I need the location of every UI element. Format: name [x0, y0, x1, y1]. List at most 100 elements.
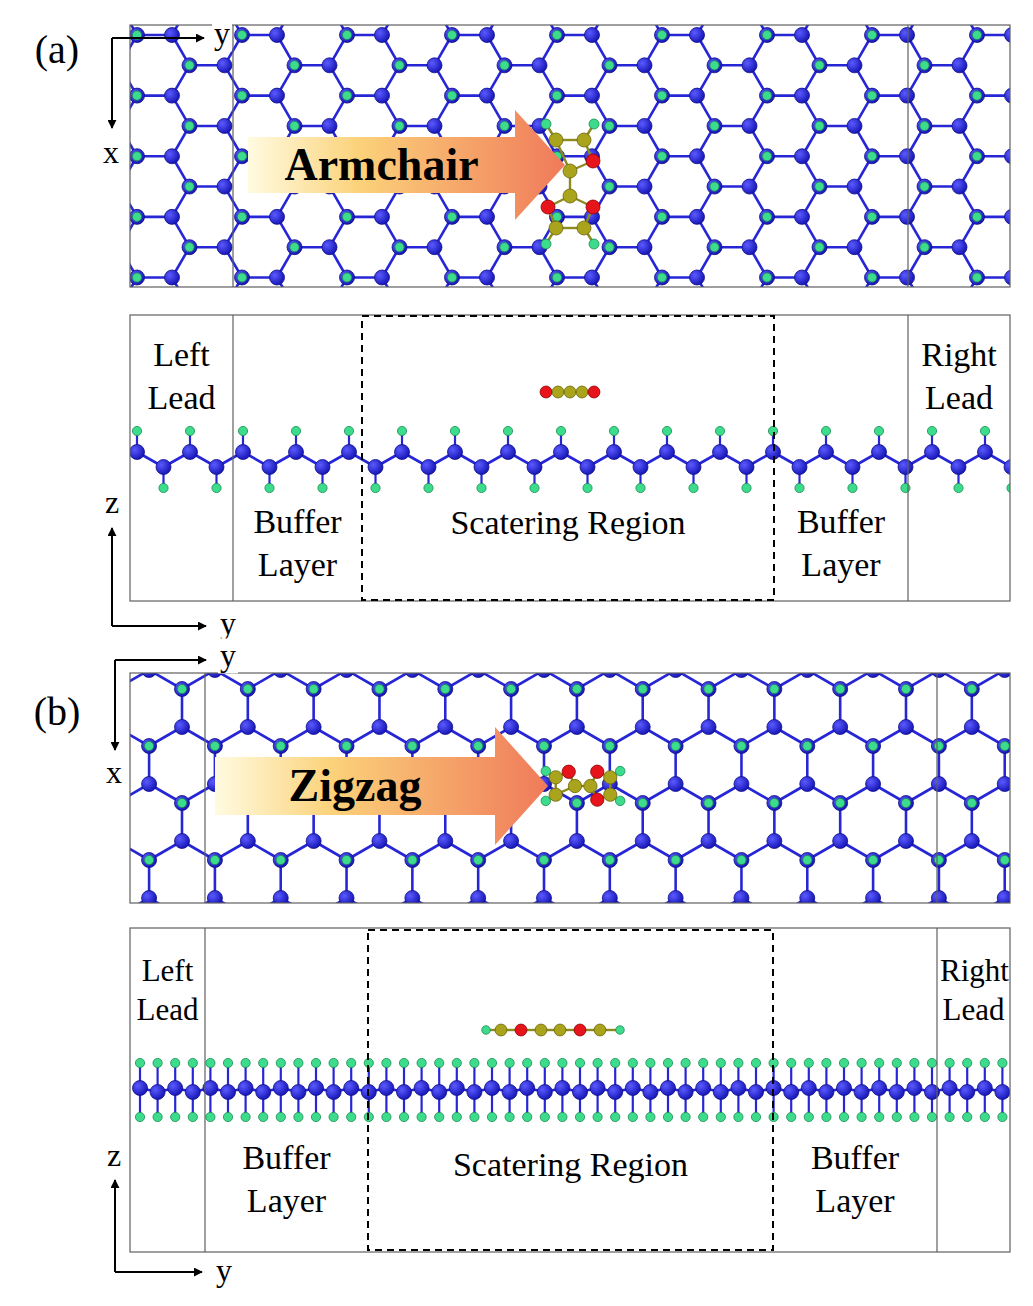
atom [964, 720, 979, 735]
hydrogen-atom [770, 684, 779, 693]
molecule-atom [586, 200, 600, 214]
region-label: Buffer Layer [773, 1137, 937, 1222]
molecule-atom [540, 386, 552, 398]
hydrogen-atom [185, 121, 194, 130]
atom [865, 28, 880, 43]
atom [427, 240, 442, 255]
hydrogen-atom [503, 426, 512, 435]
hydrogen-atom [972, 273, 981, 282]
atom [847, 240, 862, 255]
molecule-atom [562, 765, 575, 778]
label-holder: y [218, 638, 238, 673]
hydrogen-atom [657, 152, 666, 161]
atom [760, 149, 775, 164]
atom [130, 209, 145, 224]
axis-label: x [101, 135, 121, 170]
atom [427, 118, 442, 133]
hydrogen-atom [734, 1058, 743, 1067]
atom [602, 118, 617, 133]
hydrogen-atom [371, 483, 380, 492]
atom [537, 1085, 552, 1100]
hydrogen-atom [839, 1058, 848, 1067]
atom [340, 270, 355, 285]
atom [497, 118, 512, 133]
hydrogen-atom [704, 798, 713, 807]
atom [602, 58, 617, 73]
atom [421, 460, 436, 475]
atom [536, 739, 551, 754]
atom [602, 673, 617, 678]
hydrogen-atom [397, 426, 406, 435]
atom [812, 179, 827, 194]
atom [550, 28, 565, 43]
atom [427, 58, 442, 73]
atom [731, 1081, 746, 1096]
hydrogen-atom [477, 483, 486, 492]
label-holder: x [104, 755, 124, 790]
atom [713, 445, 728, 460]
hydrogen-atom [605, 61, 614, 70]
atom [917, 58, 932, 73]
hydrogen-atom [237, 91, 246, 100]
atom [1004, 460, 1010, 475]
hydrogen-atom [737, 741, 746, 750]
hydrogen-atom [243, 684, 252, 693]
molecule-atom [591, 793, 604, 806]
hydrogen-atom [954, 483, 963, 492]
hydrogen-atom [920, 182, 929, 191]
panel-label: (b) [32, 690, 83, 734]
lattice-top-view [130, 25, 1010, 287]
hydrogen-atom [867, 91, 876, 100]
atom [952, 240, 967, 255]
atom [655, 28, 670, 43]
atom [585, 270, 600, 285]
atom [854, 1085, 869, 1100]
hydrogen-atom [500, 121, 509, 130]
hydrogen-atom [848, 483, 857, 492]
hydrogen-atom [716, 1058, 725, 1067]
atom [668, 777, 683, 792]
atom [931, 853, 946, 868]
hydrogen-atom [762, 273, 771, 282]
hydrogen-atom [874, 426, 883, 435]
atom [375, 88, 390, 103]
hydrogen-atom [875, 1112, 884, 1121]
molecule-atom [541, 239, 551, 249]
atom [655, 88, 670, 103]
atom [480, 88, 495, 103]
atom [767, 682, 782, 697]
hydrogen-atom [681, 1112, 690, 1121]
hydrogen-atom [294, 1058, 303, 1067]
hydrogen-atom [605, 243, 614, 252]
hydrogen-atom [671, 741, 680, 750]
atom [368, 460, 383, 475]
molecule [540, 386, 600, 398]
atom [432, 1085, 447, 1100]
atom [845, 460, 860, 475]
atom [270, 270, 285, 285]
atom [471, 891, 486, 904]
atom [707, 58, 722, 73]
axis-arrow [112, 625, 206, 627]
hydrogen-atom [177, 684, 186, 693]
atom [997, 853, 1010, 868]
atom [438, 682, 453, 697]
hydrogen-atom [132, 212, 141, 221]
hydrogen-atom [132, 91, 141, 100]
hydrogen-atom [636, 483, 645, 492]
atom [480, 209, 495, 224]
atom [696, 1081, 711, 1096]
atom [340, 88, 355, 103]
arrow-label: Armchair [248, 137, 515, 193]
atom [375, 28, 390, 43]
atom [978, 445, 993, 460]
hydrogen-atom [681, 1058, 690, 1067]
atom [707, 240, 722, 255]
hydrogen-atom [185, 243, 194, 252]
hydrogen-atom [135, 1112, 144, 1121]
atom [520, 1081, 535, 1096]
hydrogen-atom [132, 426, 141, 435]
hydrogen-atom [803, 855, 812, 864]
hydrogen-atom [1000, 855, 1009, 864]
